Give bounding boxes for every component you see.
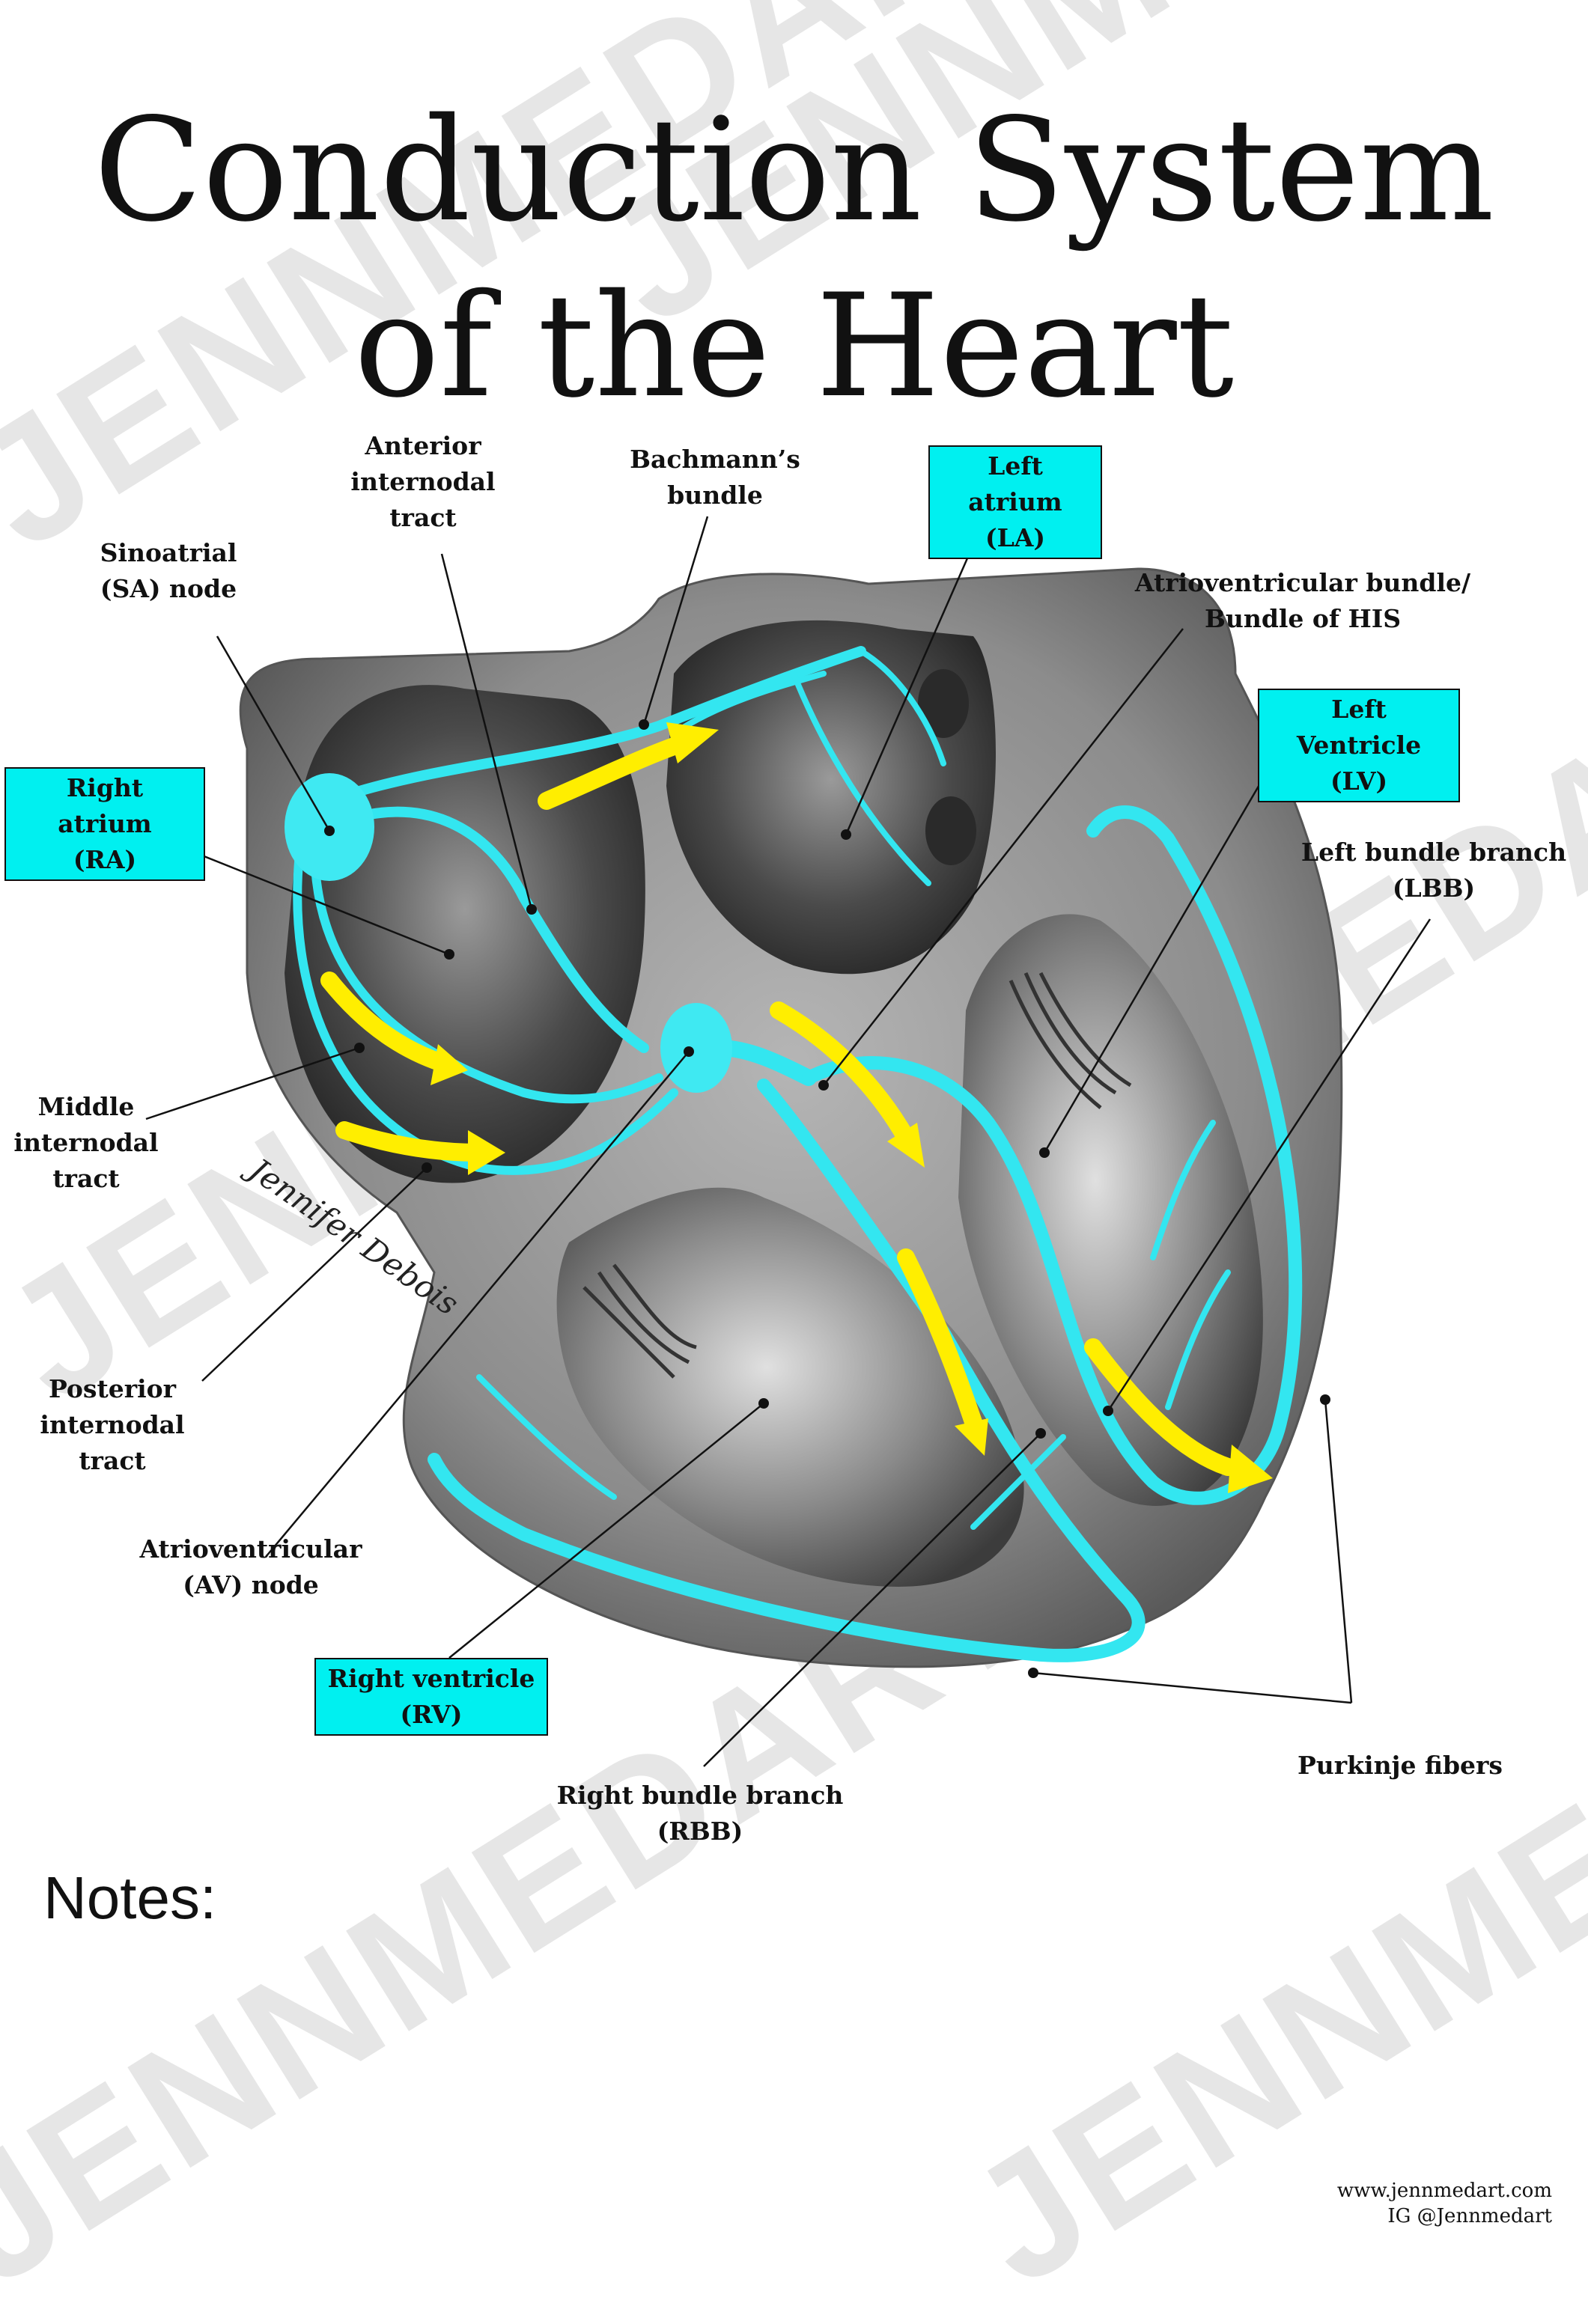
pulmonary-vein-1 [918,669,969,738]
left-bundle-branch-path [802,805,1303,1505]
left-atrium-cavity [666,620,996,975]
arrow-ra-1 [320,972,451,1072]
pulmonary-vein-2 [925,796,976,865]
title-line-2: of the Heart [353,263,1235,429]
arrow-head-la [666,722,719,763]
arrow-rbb [897,1248,982,1431]
leader-right-atrium [186,848,450,956]
leader-bachmann [642,516,709,725]
label-av-bundle: Atrioventricular bundle/Bundle of HIS [1134,568,1471,633]
label-left-ventricle: Left Ventricle(LV) [1258,689,1460,802]
arrow-head-ra-1 [431,1044,468,1085]
mitral-valve [1009,972,1132,1109]
title-line-1: Conduction System [94,88,1494,253]
leader-av-node [265,1051,690,1558]
leader-rbb [703,1433,1041,1767]
page-title: Conduction System of the Heart [0,82,1588,434]
label-left-atrium: Left atrium(LA) [928,445,1102,559]
leader-anterior [440,553,533,910]
arrow-head-his [887,1123,925,1168]
leader-dots [324,719,1330,1678]
arrow-ra-2 [335,1121,488,1162]
credit-website: www.jennmedart.com [1336,2180,1552,2202]
label-purkinje-fibers: Purkinje fibers [1297,1751,1503,1780]
heart-illustration: Jennifer Debois [145,516,1432,1767]
arrow-la [538,732,698,810]
label-right-ventricle: Right ventricle(RV) [314,1658,548,1736]
label-sa-node: Sinoatrial(SA) node [100,538,237,603]
left-atrium-fibers-2 [858,648,946,766]
leader-posterior [201,1167,428,1382]
right-bundle-branch-path [428,1079,1146,1662]
leader-purkinje-1 [1032,1671,1352,1704]
leader-lbb [1107,918,1432,1412]
purkinje-fibers-4 [1165,1269,1231,1410]
notes-heading: Notes: [43,1864,217,1931]
tricuspid-valve [582,1263,697,1379]
arrow-head-ra-2 [468,1130,505,1175]
label-left-bundle-branch: Left bundle branch(LBB) [1300,838,1567,903]
purkinje-fibers-2 [970,1434,1066,1530]
leader-left-atrium [845,527,982,835]
leader-right-ventricle [448,1403,764,1659]
left-atrium-fibers-1 [671,671,827,736]
impulse-arrows [320,732,1237,1476]
purkinje-fibers-3 [1150,1120,1216,1260]
label-right-atrium: Right atrium(RA) [4,767,205,881]
leader-his [823,628,1184,1086]
left-atrium-fibers-3 [791,671,931,886]
leader-left-ventricle [1043,774,1267,1153]
leader-middle [145,1046,360,1120]
leader-sa-node [216,635,331,832]
arrow-his [770,1001,915,1147]
arrow-head-lbb [1228,1445,1273,1493]
leader-lines [145,516,1432,1767]
arrow-heads [431,722,1273,1493]
arrow-lbb [1084,1338,1237,1476]
label-av-node: Atrioventricular(AV) node [139,1534,362,1599]
leader-purkinje-2 [1324,1399,1353,1704]
purkinje-fibers-1 [476,1374,617,1500]
arrow-head-rbb [955,1418,988,1456]
label-right-bundle-branch: Right bundle branch(RBB) [556,1781,844,1846]
anterior-internodal-tract [332,806,649,1053]
av-node [660,1003,732,1093]
credit-instagram: IG @Jennmedart [1387,2205,1552,2227]
